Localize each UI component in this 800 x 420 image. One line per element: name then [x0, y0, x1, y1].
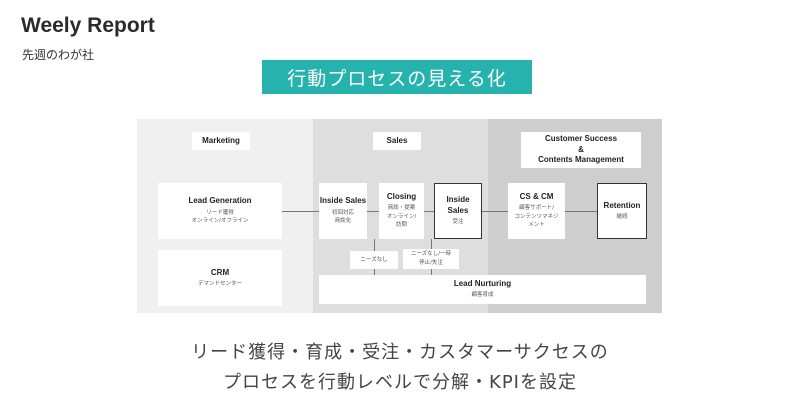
customer-success-header: Customer Success & Contents Management — [521, 132, 641, 168]
connector-closing-inside-sales — [424, 211, 434, 212]
banner-title: 行動プロセスの見える化 — [262, 60, 532, 94]
lead-generation-line2: オンライン/オフライン — [191, 218, 249, 225]
inside-sales-line1: 初回対応 — [331, 209, 354, 216]
report-title: Weely Report — [21, 14, 155, 37]
cs-header-line3: Contents Management — [538, 155, 624, 165]
lead-generation-title: Lead Generation — [188, 196, 252, 206]
closing-line2: オンライン/ — [386, 213, 417, 220]
marketing-header: Marketing — [192, 132, 250, 150]
connector-inside-sales-closing — [367, 211, 379, 212]
retention-sub: 継続 — [616, 213, 628, 220]
cs-cm-box: CS & CM 顧客サポート/ コンテンツマネジ メント — [508, 183, 565, 239]
closing-box: Closing 商談・提案 オンライン/ 訪問 — [379, 183, 424, 239]
needs-none-label: ニーズなし — [360, 256, 388, 263]
connector-leadgen-inside-sales — [282, 211, 319, 212]
cs-cm-line3: メント — [528, 222, 545, 229]
crm-box: CRM デマンドセンター — [158, 250, 282, 306]
closing-title: Closing — [386, 192, 417, 202]
lead-generation-line1: リード獲得 — [206, 209, 234, 216]
inside-sales-title: Inside Sales — [319, 196, 367, 206]
lead-nurturing-sub: 顧客育成 — [471, 292, 494, 299]
connector-to-needs-lost — [431, 239, 432, 249]
connector-needs-lost-nurturing — [431, 269, 432, 275]
sales-header: Sales — [373, 132, 421, 150]
lead-nurturing-title: Lead Nurturing — [453, 279, 512, 289]
crm-title: CRM — [210, 267, 230, 277]
cs-cm-line2: コンテンツマネジ — [514, 213, 559, 220]
cs-header-line2: & — [578, 144, 584, 154]
sales-header-label: Sales — [386, 135, 408, 145]
needs-none-box: ニーズなし — [350, 251, 398, 269]
needs-lost-line1: ニーズなし/一時 — [410, 251, 452, 258]
lead-nurturing-box: Lead Nurturing 顧客育成 — [319, 275, 646, 304]
cs-cm-title: CS & CM — [519, 192, 554, 202]
needs-lost-box: ニーズなし/一時 停止/失注 — [403, 249, 459, 269]
closing-line3: 訪問 — [395, 222, 407, 229]
marketing-header-label: Marketing — [202, 135, 240, 145]
connector-to-needs-none — [374, 239, 375, 251]
inside-sales-order-sub: 受注 — [452, 219, 464, 226]
inside-sales-box: Inside Sales 初回対応 商談化 — [319, 183, 367, 239]
process-diagram: Marketing Sales Customer Success & Conte… — [137, 119, 662, 313]
caption-line-2: プロセスを行動レベルで分解・KPIを設定 — [223, 372, 577, 393]
needs-lost-line2: 停止/失注 — [419, 260, 443, 266]
lead-generation-box: Lead Generation リード獲得 オンライン/オフライン — [158, 183, 282, 239]
crm-sub: デマンドセンター — [197, 280, 242, 287]
connector-cscm-retention — [565, 211, 597, 212]
connector-inside-sales-cscm — [482, 211, 508, 212]
cs-header-line1: Customer Success — [544, 134, 618, 144]
inside-sales-order-box: Inside Sales 受注 — [434, 183, 482, 239]
caption-line-1: リード獲得・育成・受注・カスタマーサクセスの — [191, 342, 609, 363]
retention-title: Retention — [603, 200, 641, 210]
inside-sales-line2: 商談化 — [334, 218, 352, 225]
inside-sales-order-title: Inside Sales — [446, 195, 470, 215]
cs-cm-line1: 顧客サポート/ — [519, 205, 554, 212]
retention-box: Retention 継続 — [597, 183, 647, 239]
closing-line1: 商談・提案 — [387, 205, 416, 212]
report-subtitle: 先週のわが社 — [22, 48, 95, 62]
connector-needs-none-nurturing — [374, 269, 375, 275]
